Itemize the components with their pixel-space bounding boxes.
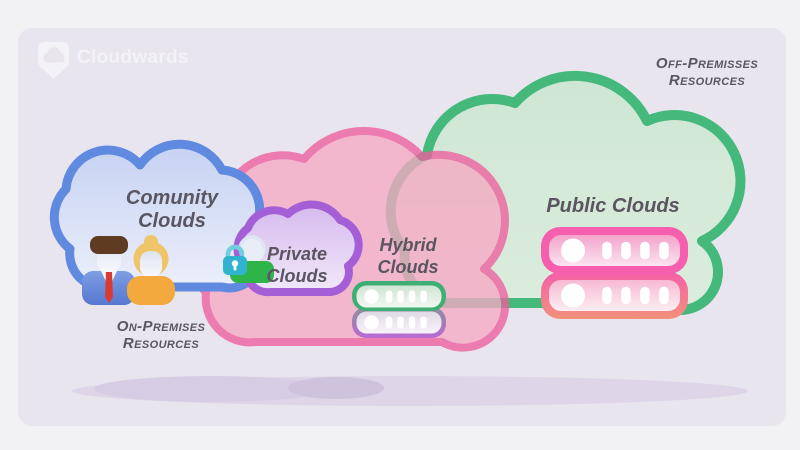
ground-shadow: [72, 376, 748, 406]
private-cloud-label-line1: Private: [266, 244, 328, 264]
private-cloud-label: Private Clouds: [227, 243, 367, 287]
off-premises-zone-label: Off-Premisses Resources: [612, 55, 800, 89]
cloud-shield-icon: [38, 42, 69, 79]
hybrid-cloud-label: Hybrid Clouds: [338, 234, 478, 278]
brand-wordmark: Cloudwards: [77, 47, 189, 68]
off-premises-label-line1: Off-Premisses: [655, 55, 759, 72]
hybrid-cloud-label-line1: Hybrid: [379, 235, 437, 255]
community-cloud-label-line1: Comunity: [125, 187, 219, 209]
businessman-icon: [82, 236, 135, 305]
hybrid-server-stack-icon: [352, 281, 446, 338]
on-premises-zone-label: On-Premises Resources: [66, 318, 256, 352]
on-premises-label-line2: Resources: [122, 335, 200, 352]
public-server-stack-icon: [541, 227, 688, 319]
hybrid-cloud-label-line2: Clouds: [377, 257, 439, 277]
padlock-icon: [223, 244, 247, 275]
private-cloud-label-line2: Clouds: [266, 266, 328, 286]
public-cloud-label: Public Clouds: [523, 195, 703, 218]
community-cloud-label-line2: Clouds: [138, 210, 206, 232]
on-premises-label-line1: On-Premises: [116, 318, 206, 335]
public-cloud-label-line1: Public Clouds: [546, 195, 680, 217]
support-agent-icon: [230, 235, 274, 283]
businesswoman-icon: [127, 235, 175, 305]
off-premises-label-line2: Resources: [668, 72, 746, 89]
community-cloud-label: Comunity Clouds: [82, 187, 262, 233]
